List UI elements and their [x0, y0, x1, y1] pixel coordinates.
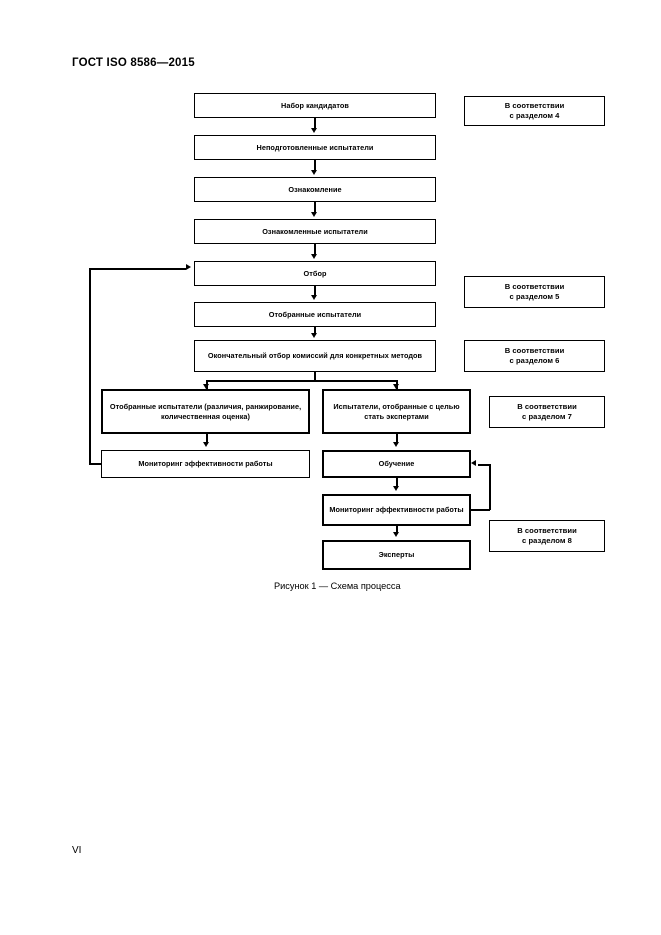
reference-line-2: с разделом 8: [522, 536, 572, 545]
arrowhead-monitoring-right: [393, 486, 399, 491]
connector-for-experts-training: [396, 434, 398, 444]
reference-line-2: с разделом 5: [509, 292, 560, 301]
reference-line-2: с разделом 7: [522, 412, 572, 421]
arrowhead-experts: [393, 532, 399, 537]
feedback-left-riser: [89, 268, 91, 464]
connector-selection-selected: [314, 286, 316, 297]
arrowhead-for-experts: [393, 384, 399, 389]
reference-line-1: В соответствии: [517, 525, 577, 535]
flow-box-selected-detail: Отобранные испытатели (различия, ранжиро…: [101, 389, 310, 434]
reference-box-section-4: В соответствии с разделом 4: [464, 96, 605, 126]
arrowhead-familiarization: [311, 170, 317, 175]
flow-box-familiarization: Ознакомление: [194, 177, 436, 202]
arrowhead-selected-detail: [203, 384, 209, 389]
reference-box-section-5: В соответствии с разделом 5: [464, 276, 605, 308]
connector-familiarized-selection: [314, 244, 316, 256]
reference-box-section-6: В соответствии с разделом 6: [464, 340, 605, 372]
connector-monitoring-right-experts: [396, 526, 398, 534]
flow-box-untrained: Неподготовленные испытатели: [194, 135, 436, 160]
flow-box-training: Обучение: [322, 450, 471, 478]
arrowhead-monitoring-left: [203, 442, 209, 447]
arrowhead-final: [311, 333, 317, 338]
feedback-left-top: [89, 268, 186, 270]
arrowhead-training: [393, 442, 399, 447]
running-head: ГОСТ ISO 8586—2015: [72, 57, 195, 69]
flow-box-final-selection: Окончательный отбор комиссий для конкрет…: [194, 340, 436, 372]
connector-selected-final: [314, 327, 316, 335]
arrowhead-feedback-training: [471, 460, 476, 466]
reference-box-section-7: В соответствии с разделом 7: [489, 396, 605, 428]
reference-line-1: В соответствии: [517, 401, 577, 411]
arrowhead-selection: [311, 254, 317, 259]
connector-training-monitoring-right: [396, 478, 398, 488]
flow-box-recruitment: Набор кандидатов: [194, 93, 436, 118]
flow-box-selected: Отобранные испытатели: [194, 302, 436, 327]
arrowhead-familiarized: [311, 212, 317, 217]
flow-box-experts: Эксперты: [322, 540, 471, 570]
connector-split-bus: [206, 380, 397, 382]
reference-line-1: В соответствии: [504, 345, 565, 355]
connector-familiarization-familiarized: [314, 202, 316, 214]
arrowhead-untrained: [311, 128, 317, 133]
page-number: VI: [72, 845, 82, 856]
arrowhead-feedback-selection: [186, 264, 191, 270]
feedback-right-top: [478, 464, 490, 466]
connector-selected-detail-monitoring: [206, 434, 208, 444]
reference-line-2: с разделом 4: [509, 111, 560, 120]
reference-line-1: В соответствии: [504, 281, 565, 291]
reference-line-2: с разделом 6: [509, 356, 560, 365]
flow-box-monitoring-right: Мониторинг эффективности работы: [322, 494, 471, 526]
flow-box-selection: Отбор: [194, 261, 436, 286]
connector-recruitment-untrained: [314, 118, 316, 130]
figure-caption: Рисунок 1 — Схема процесса: [274, 581, 401, 591]
feedback-right-bottom: [470, 509, 490, 511]
connector-untrained-familiarization: [314, 160, 316, 172]
connector-final-to-bus: [314, 372, 316, 381]
reference-box-section-8: В соответствии с разделом 8: [489, 520, 605, 552]
feedback-left-bottom: [89, 463, 102, 465]
flow-box-for-experts: Испытатели, отобранные с целью стать экс…: [322, 389, 471, 434]
flow-box-familiarized: Ознакомленные испытатели: [194, 219, 436, 244]
process-flow-diagram: Набор кандидатов Неподготовленные испыта…: [89, 93, 605, 570]
feedback-right-riser: [489, 464, 491, 510]
arrowhead-selected: [311, 295, 317, 300]
reference-line-1: В соответствии: [504, 100, 565, 110]
flow-box-monitoring-left: Мониторинг эффективности работы: [101, 450, 310, 478]
